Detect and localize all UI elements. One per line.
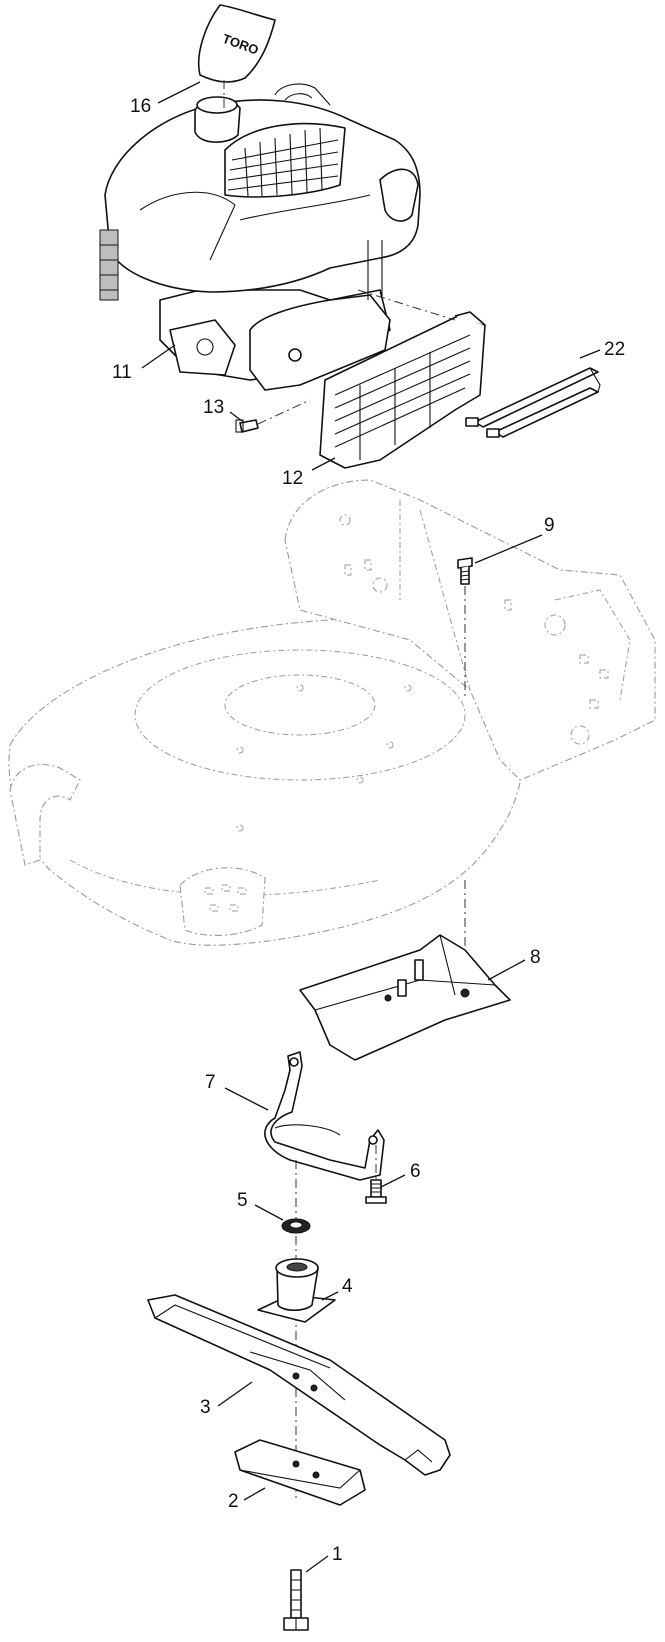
bracket [264, 1051, 385, 1181]
decal: TORO [197, 4, 276, 108]
screw-9 [457, 557, 473, 700]
bolt-6 [365, 1145, 387, 1204]
callout-12: 12 [282, 468, 303, 489]
blade [147, 1294, 451, 1476]
blade-adapter [257, 1258, 336, 1323]
intake-grille-mesh [227, 127, 339, 197]
callout-8: 8 [530, 947, 541, 968]
baffle [299, 934, 511, 1061]
callout-13: 13 [203, 397, 224, 418]
screw-13 [235, 399, 311, 433]
callout-11: 11 [112, 362, 132, 383]
callout-5: 5 [237, 1190, 248, 1211]
mower-deck [8, 479, 656, 946]
callout-4: 4 [342, 1276, 353, 1297]
guard-slats [334, 334, 471, 460]
callout-6: 6 [410, 1161, 421, 1182]
blade-stiffener [234, 1439, 366, 1506]
callout-22: 22 [604, 339, 625, 360]
callout-9: 9 [544, 515, 555, 536]
callout-3: 3 [200, 1397, 211, 1418]
callout-16: 16 [130, 96, 151, 117]
callout-1: 1 [332, 1544, 343, 1565]
callout-2: 2 [228, 1491, 239, 1512]
leader-lines [141, 81, 601, 1573]
engine [99, 83, 421, 391]
wheel-arch-slots [204, 884, 247, 912]
cable-ties [465, 367, 601, 438]
callout-labels: 16 11 13 12 22 9 8 7 6 5 4 3 2 1 [112, 96, 625, 1565]
bolt-1 [283, 1569, 309, 1631]
callout-7: 7 [205, 1072, 216, 1093]
washer [281, 1218, 311, 1234]
guard [319, 289, 486, 469]
